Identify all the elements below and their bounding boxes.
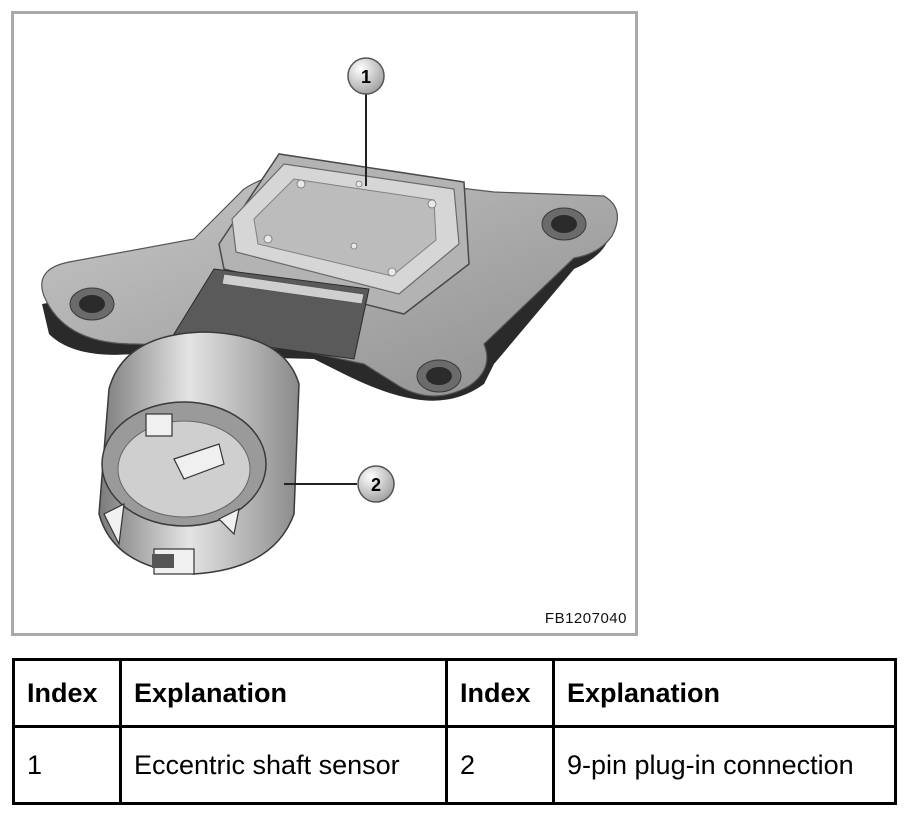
callout-1: 1: [347, 57, 385, 95]
header-explanation-2: Explanation: [552, 658, 897, 728]
row-text-b: 9-pin plug-in connection: [552, 725, 897, 805]
sensor-illustration: 1 2: [41, 57, 619, 575]
legend-table: Index Explanation Index Explanation 1 Ec…: [12, 658, 897, 805]
mounting-hole-bottom: [416, 359, 462, 393]
svg-text:2: 2: [371, 475, 381, 495]
header-index-1: Index: [12, 658, 122, 728]
row-index-b: 2: [445, 725, 555, 805]
mounting-hole-left: [69, 287, 115, 321]
table-row: 1 Eccentric shaft sensor 2 9-pin plug-in…: [12, 725, 897, 805]
mounting-hole-right: [541, 207, 587, 241]
sensor-cover-inner: [253, 178, 437, 277]
header-index-2: Index: [445, 658, 555, 728]
figure-code: FB1207040: [544, 610, 627, 627]
row-text-a: Eccentric shaft sensor: [119, 725, 448, 805]
header-explanation-1: Explanation: [119, 658, 448, 728]
legend-header-row: Index Explanation Index Explanation: [12, 658, 897, 728]
svg-text:1: 1: [361, 67, 371, 87]
row-index-a: 1: [12, 725, 122, 805]
callout-2: 2: [357, 465, 395, 503]
figure-frame: 1 2 FB1207040: [11, 11, 638, 636]
plug-pins: [103, 413, 240, 575]
